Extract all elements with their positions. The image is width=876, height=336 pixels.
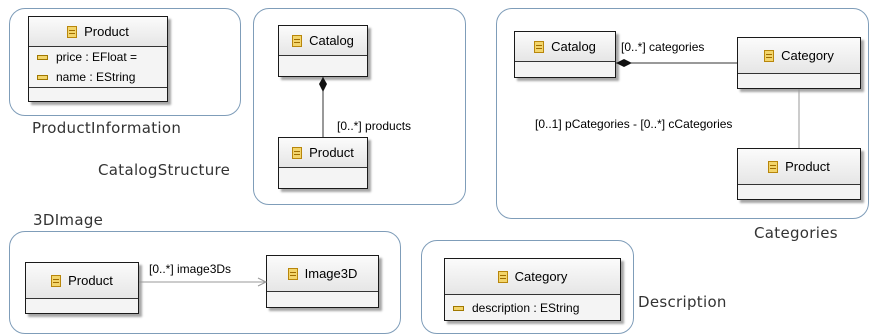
- edge-label-self-reference: [0..1] pCategories - [0..*] cCategories: [535, 117, 733, 131]
- eattribute-icon: [453, 305, 464, 311]
- class-header: Product: [26, 263, 138, 299]
- class-attributes: price : EFloat = name : EString: [29, 47, 167, 88]
- attribute-price[interactable]: price : EFloat =: [29, 47, 167, 67]
- pane-label-categories: Categories: [754, 224, 838, 242]
- edge-label-products: [0..*] products: [337, 119, 412, 133]
- class-header: Image3D: [267, 256, 378, 292]
- pane-label-description: Description: [638, 293, 727, 311]
- eattribute-icon: [37, 54, 48, 60]
- class-image3d[interactable]: Image3D: [266, 255, 379, 308]
- eclass-icon: [764, 49, 775, 62]
- class-attributes: description : EString: [445, 295, 620, 321]
- class-header: Product: [279, 138, 367, 168]
- edge-label-image3ds: [0..*] image3Ds: [149, 262, 232, 276]
- edge-label-categories: [0..*] categories: [621, 40, 705, 54]
- class-header: Category: [738, 38, 860, 74]
- class-name: Image3D: [304, 266, 358, 281]
- class-header: Category: [445, 259, 620, 295]
- pane-label-product-information: ProductInformation: [32, 119, 182, 137]
- class-header: Product: [29, 17, 167, 47]
- class-name: Product: [785, 159, 830, 174]
- eclass-icon: [292, 34, 303, 47]
- pane-label-catalog-structure: CatalogStructure: [98, 161, 231, 179]
- class-name: Product: [84, 24, 129, 39]
- attribute-name[interactable]: name : EString: [29, 67, 167, 87]
- eclass-icon: [497, 270, 508, 283]
- class-product[interactable]: Product: [737, 148, 861, 200]
- class-header: Catalog: [515, 32, 615, 62]
- class-name: Category: [781, 48, 834, 63]
- eclass-icon: [292, 146, 303, 159]
- class-name: Product: [309, 145, 354, 160]
- eclass-icon: [67, 25, 78, 38]
- class-operations: [29, 88, 167, 102]
- pane-label-3dimage: 3DImage: [33, 211, 104, 229]
- class-header: Product: [738, 149, 860, 185]
- class-name: Product: [68, 273, 113, 288]
- eclass-icon: [51, 274, 62, 287]
- class-category[interactable]: Category: [737, 37, 861, 89]
- eclass-icon: [534, 40, 545, 53]
- class-name: Catalog: [551, 39, 596, 54]
- attribute-description[interactable]: description : EString: [445, 295, 620, 321]
- class-catalog[interactable]: Catalog: [278, 25, 368, 77]
- attribute-label: description : EString: [472, 301, 580, 315]
- class-product[interactable]: Product: [25, 262, 139, 314]
- class-catalog[interactable]: Catalog: [514, 31, 616, 78]
- eclass-icon: [768, 160, 779, 173]
- eclass-icon: [287, 267, 298, 280]
- attribute-label: name : EString: [56, 70, 136, 84]
- class-product[interactable]: Product price : EFloat = name : EString: [28, 16, 168, 102]
- class-name: Category: [514, 269, 568, 284]
- class-product[interactable]: Product: [278, 137, 368, 189]
- attribute-label: price : EFloat =: [56, 50, 138, 64]
- eattribute-icon: [37, 74, 48, 80]
- class-category[interactable]: Category description : EString: [444, 258, 621, 321]
- class-header: Catalog: [279, 26, 367, 56]
- class-name: Catalog: [309, 33, 354, 48]
